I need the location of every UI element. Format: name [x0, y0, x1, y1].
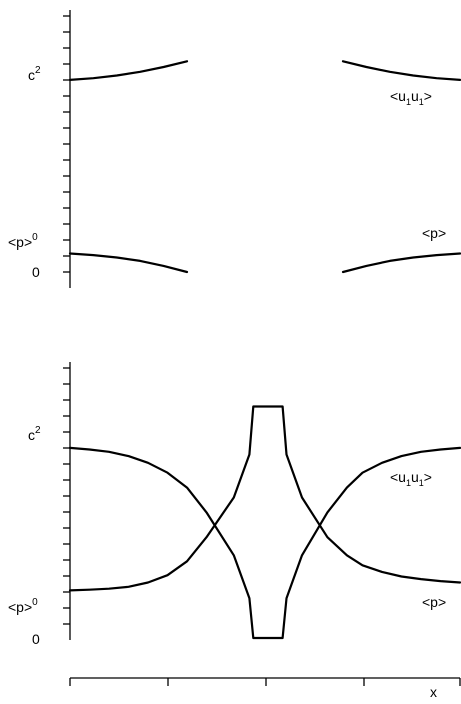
top-series-label-p: <p> [422, 225, 446, 241]
bottom-y-ticks [63, 367, 70, 625]
series-line-u1u1-seg1 [341, 60, 461, 81]
bottom-ytick-c2: c2 [28, 425, 41, 443]
top-ytick-p0: <p>0 [8, 232, 38, 250]
series-line-p-seg0 [68, 252, 189, 274]
x-axis-label: x [430, 684, 437, 700]
top-ytick-zero: 0 [32, 264, 40, 280]
top-series-label-u1u1: <u1u1> [390, 88, 432, 107]
top-panel: c2 <p>0 0 <u1u1> <p> [8, 10, 461, 288]
bottom-curves [68, 405, 461, 640]
top-y-ticks [63, 15, 70, 273]
x-ticks [69, 678, 461, 686]
top-ytick-c2: c2 [28, 65, 41, 83]
bottom-ytick-p0: <p>0 [8, 597, 38, 615]
bottom-ytick-zero: 0 [32, 631, 40, 647]
bottom-series-label-p: <p> [422, 594, 446, 610]
series-line-p-seg0 [68, 446, 461, 640]
series-line-p-seg1 [341, 252, 461, 274]
series-line-u1u1-seg0 [68, 60, 189, 81]
top-curves [68, 60, 461, 274]
bottom-series-label-u1u1: <u1u1> [390, 469, 432, 488]
series-line-u1u1-seg0 [68, 405, 461, 592]
bottom-panel: c2 <p>0 0 <u1u1> <p> x [8, 362, 461, 700]
